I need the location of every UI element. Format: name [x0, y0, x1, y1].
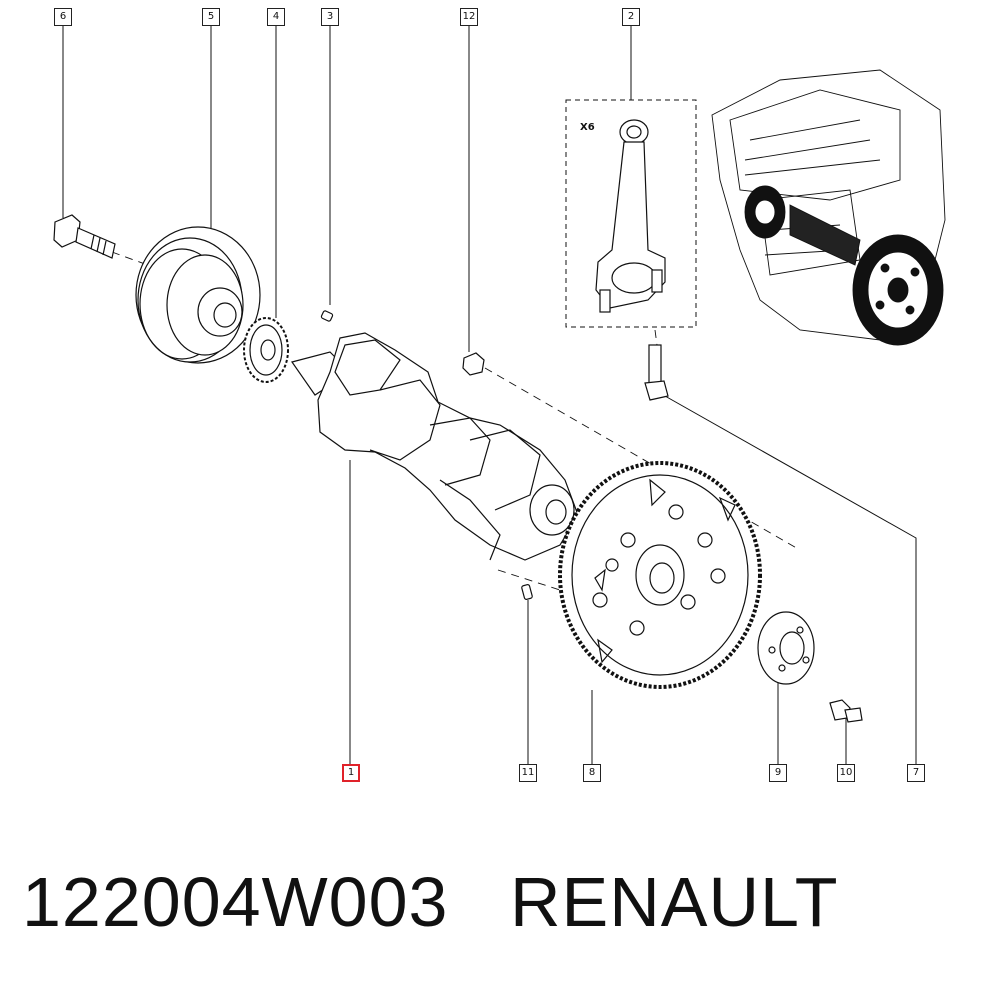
- conrod-2: [595, 119, 666, 313]
- callout-6[interactable]: 6: [54, 8, 72, 26]
- dowel-pin-11: [521, 584, 533, 600]
- part-number: 122004W003: [22, 863, 449, 941]
- callout-11[interactable]: 11: [519, 764, 537, 782]
- bolt-10: [829, 699, 863, 723]
- callout-7[interactable]: 7: [907, 764, 925, 782]
- callout-4[interactable]: 4: [267, 8, 285, 26]
- flywheel-8: [558, 461, 762, 689]
- reinforcement-plate-9: [757, 611, 815, 685]
- bolt-7: [644, 344, 669, 401]
- brand-name: RENAULT: [510, 863, 839, 941]
- conrod-quantity-label: X6: [580, 122, 595, 133]
- callout-2[interactable]: 2: [622, 8, 640, 26]
- callout-1-selected[interactable]: 1: [342, 764, 360, 782]
- leader-lines: [62, 24, 917, 764]
- engine-illustration: [711, 69, 946, 346]
- crank-pulley-5: [135, 226, 261, 364]
- callout-12[interactable]: 12: [460, 8, 478, 26]
- bolt-12: [462, 352, 485, 376]
- callout-10[interactable]: 10: [837, 764, 855, 782]
- callout-3[interactable]: 3: [321, 8, 339, 26]
- bolt-6: [53, 214, 116, 259]
- sprocket-4: [243, 317, 289, 383]
- callout-9[interactable]: 9: [769, 764, 787, 782]
- key-3: [320, 310, 334, 322]
- conrod-inset-box: [565, 99, 697, 328]
- callout-5[interactable]: 5: [202, 8, 220, 26]
- callout-8[interactable]: 8: [583, 764, 601, 782]
- crankshaft-1: [291, 332, 579, 561]
